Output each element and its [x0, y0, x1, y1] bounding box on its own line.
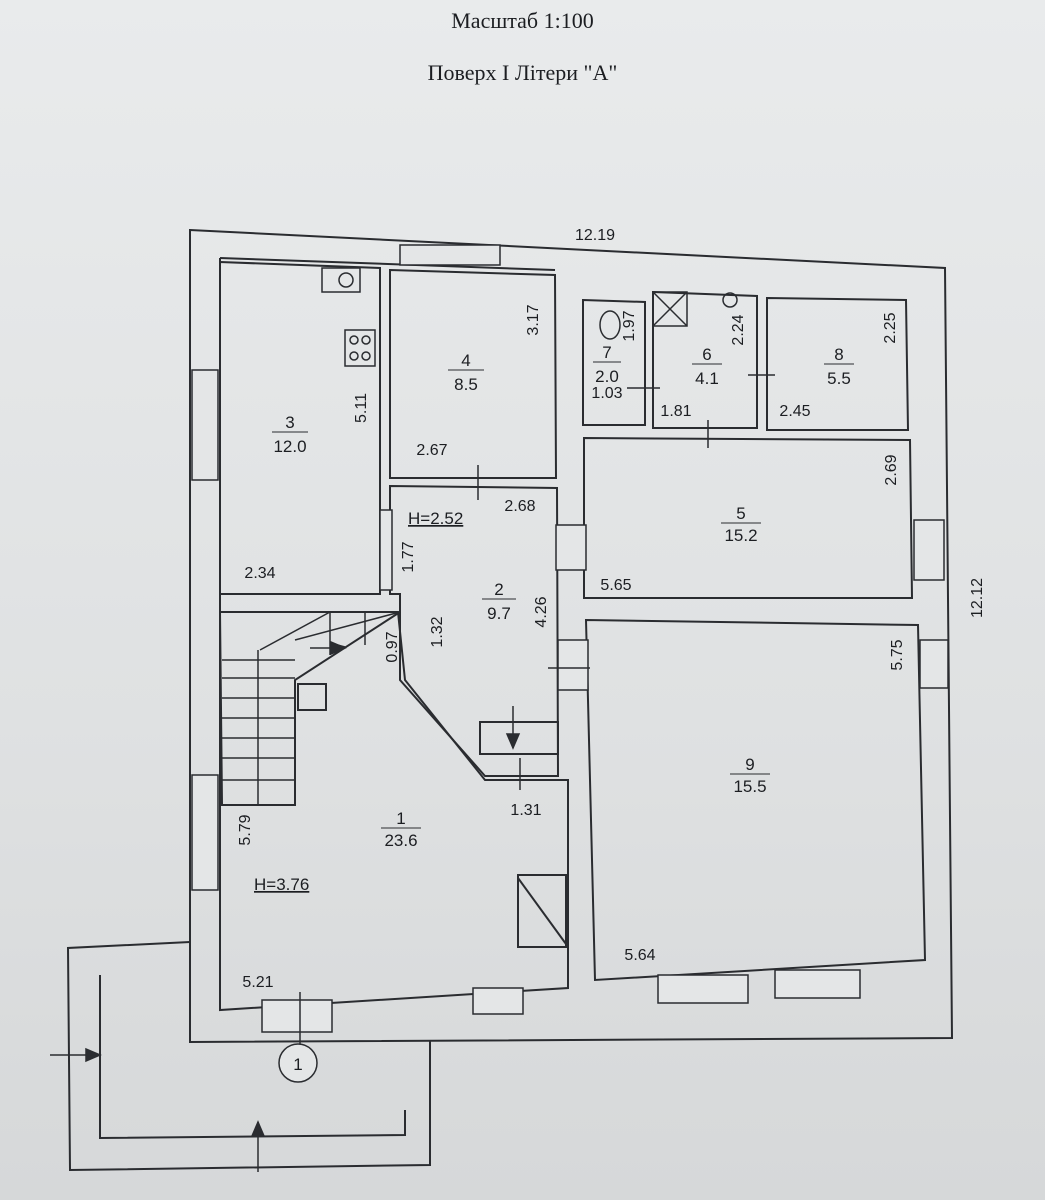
room-5-number: 5	[736, 504, 745, 523]
dim-r2-len-b: 1.32	[429, 616, 446, 647]
window-north-room4	[399, 244, 501, 266]
height-room-1: H=3.76	[254, 875, 309, 894]
room-9-area: 15.5	[733, 777, 766, 796]
room-dimensions: 2.34 5.11 2.67 3.17 2.68 1.77 1.32 4.26 …	[237, 304, 906, 991]
dim-r7-len: 1.97	[621, 310, 638, 341]
window-south-room9-b	[774, 969, 861, 999]
room-3-area: 12.0	[273, 437, 306, 456]
room-1-area: 23.6	[384, 831, 417, 850]
fireplace	[517, 874, 567, 948]
window-west-room1	[191, 774, 219, 891]
window-west-room3	[191, 369, 219, 481]
room-4-number: 4	[461, 351, 470, 370]
room-4-outline	[389, 268, 558, 479]
dim-r6-len: 2.24	[730, 314, 747, 345]
porch-inner	[99, 975, 406, 1140]
inner-wall-north	[219, 257, 556, 271]
door-south-room1	[261, 999, 333, 1033]
room-8-number: 8	[834, 345, 843, 364]
height-room-2: H=2.52	[408, 509, 463, 528]
sink-fixture	[321, 267, 361, 293]
window-east-room5	[913, 519, 945, 581]
entry-arrow-south	[250, 1120, 266, 1137]
dim-r5-len: 2.69	[883, 454, 900, 485]
room-9-outline	[584, 618, 927, 982]
boiler-fixture	[652, 291, 688, 327]
room-6-outline	[652, 290, 758, 429]
stair-steps	[222, 611, 401, 805]
room-8-area: 5.5	[827, 369, 851, 388]
chimney	[297, 683, 327, 711]
dim-r8-len: 2.25	[882, 312, 899, 343]
toilet-fixture	[599, 310, 621, 340]
stair-up-arrow	[330, 640, 347, 656]
dim-r9-len: 5.75	[889, 639, 906, 670]
room-6-number: 6	[702, 345, 711, 364]
room-5-area: 15.2	[724, 526, 757, 545]
entry-arrow-west	[85, 1047, 102, 1063]
overall-width: 12.19	[575, 227, 615, 244]
entrance-marker-circle	[278, 1043, 318, 1083]
dim-r5-width: 5.65	[600, 577, 631, 594]
dim-r6-width: 1.81	[660, 403, 691, 420]
room-labels: 3 12.0 4 8.5 2 9.7 1 23.6 7 2.0 6 4.1 8 …	[272, 343, 854, 850]
stove-fixture	[344, 329, 376, 367]
entrance-marker-label: 1	[293, 1055, 302, 1074]
dim-r1-len: 5.79	[237, 814, 254, 845]
room-8-outline	[766, 296, 910, 431]
door-corridor-room9	[557, 639, 589, 691]
room-7-number: 7	[602, 343, 611, 362]
floor-title: Поверх I Літери "А"	[427, 60, 618, 85]
dim-r2-len-a: 1.77	[400, 541, 417, 572]
room-3-outline	[219, 260, 381, 595]
door-corridor-room5	[555, 524, 587, 571]
room-7-area: 2.0	[595, 367, 619, 386]
basin-fixture	[722, 292, 738, 308]
room-3-number: 3	[285, 413, 294, 432]
dim-r1-width: 5.21	[242, 974, 273, 991]
dim-r4-len: 3.17	[525, 304, 542, 335]
dim-r3-width: 2.34	[244, 565, 275, 582]
overall-depth: 12.12	[969, 578, 986, 618]
room-4-area: 8.5	[454, 375, 478, 394]
dim-r9-width: 5.64	[624, 947, 655, 964]
landing-step	[479, 721, 559, 755]
dim-r8-width: 2.45	[779, 403, 810, 420]
room-7-outline	[582, 298, 646, 426]
window-east-room9	[919, 639, 949, 689]
dim-r7-width: 1.03	[591, 385, 622, 402]
room-2-outline	[389, 484, 560, 777]
dim-r2-len-c: 4.26	[533, 596, 550, 627]
stair-down-arrow	[505, 733, 521, 750]
dim-r1-passage: 1.31	[510, 802, 541, 819]
room-5-outline	[583, 436, 914, 599]
room-2-area: 9.7	[487, 604, 511, 623]
stair-outline	[219, 611, 401, 806]
room-2-number: 2	[494, 580, 503, 599]
room-1-number: 1	[396, 809, 405, 828]
dim-r3-len: 5.11	[353, 393, 370, 423]
window-south-room1	[472, 987, 524, 1015]
dim-r2-width: 2.68	[504, 498, 535, 515]
room-6-area: 4.1	[695, 369, 719, 388]
room-9-number: 9	[745, 755, 754, 774]
outer-wall-outline	[189, 228, 954, 1044]
scale-label: Масштаб 1:100	[451, 8, 594, 33]
window-south-room9-a	[657, 974, 749, 1004]
door-room3-corridor	[379, 509, 393, 591]
dim-r1-stair: 0.97	[384, 631, 401, 662]
porch-outline	[66, 941, 431, 1172]
dim-r4-width: 2.67	[416, 442, 447, 459]
